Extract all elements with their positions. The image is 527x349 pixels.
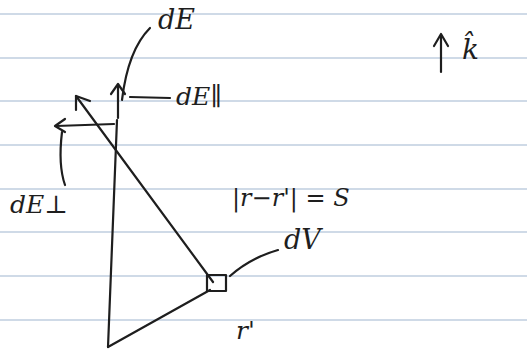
arrowhead	[76, 96, 90, 110]
volume-element	[207, 275, 226, 291]
arrowhead	[55, 119, 65, 132]
component-label: dE⊥	[10, 192, 68, 217]
unit-arrow	[440, 36, 442, 72]
leader-line	[230, 250, 278, 276]
unit-vector-label: k̂	[462, 36, 479, 64]
position-label: r'	[236, 318, 255, 343]
perpendicular-component	[56, 124, 114, 126]
component-label: dE∥	[176, 84, 222, 109]
leader-line	[130, 97, 170, 98]
volume-label: dV	[284, 226, 321, 253]
field-label: dE	[158, 6, 195, 33]
distance-label: |r−r'| = S	[232, 186, 350, 210]
arrowhead	[434, 34, 448, 46]
source-vector	[108, 290, 210, 347]
leader-line	[61, 132, 65, 185]
ruled-lines	[0, 14, 527, 320]
leader-line	[122, 28, 150, 100]
vertical-axis	[108, 120, 117, 347]
parallel-component	[117, 85, 119, 118]
